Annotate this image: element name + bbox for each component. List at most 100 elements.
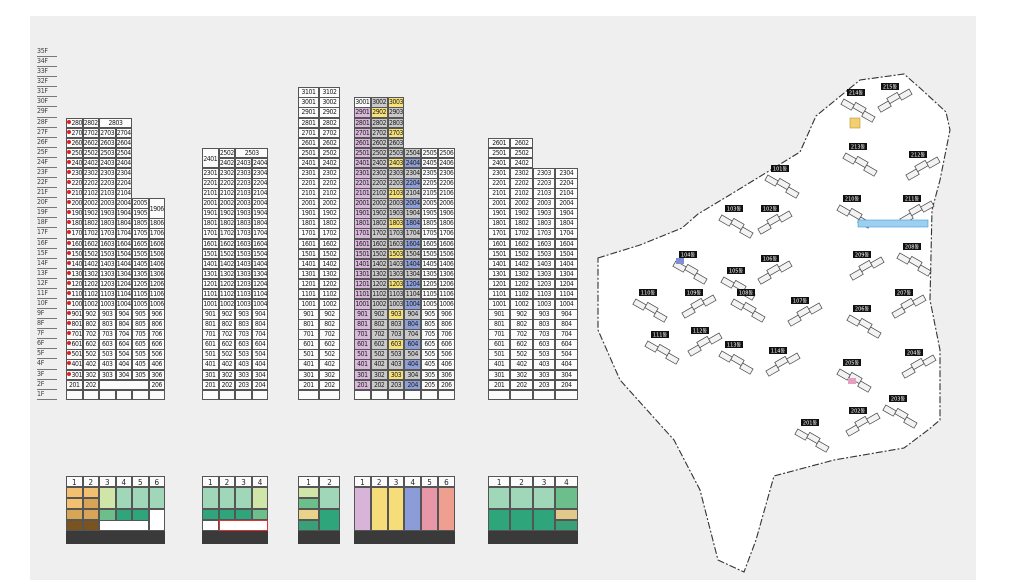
unit-cell: 1503 [532, 248, 556, 260]
unit-cell: 2101 [354, 188, 371, 199]
unit-cell: 2303 [387, 167, 405, 179]
unit-cell: 702 [510, 329, 533, 340]
unit-cell: 1805 [421, 218, 438, 229]
unit-cell: 1102 [319, 288, 340, 300]
site-building-wing [866, 412, 881, 425]
b111-unit-number: 3 [235, 476, 252, 487]
unit-cell: 602 [82, 339, 99, 350]
site-building [842, 152, 878, 177]
unit-cell: 504 [404, 349, 422, 360]
unit-cell: 502 [82, 349, 99, 360]
unit-cell: 1204 [404, 278, 422, 290]
unit-cell: 2305 [421, 167, 438, 179]
unit-cell: 804 [251, 319, 269, 330]
unit-cell: 1702 [510, 228, 533, 240]
unit-cell: 306 [438, 369, 455, 381]
unit-cell: 1601 [488, 238, 511, 250]
unit-cell: 1006 [148, 299, 165, 310]
unit-cell: 1201 [354, 278, 371, 290]
site-label: 210동 [845, 197, 860, 203]
unit-cell: 2102 [319, 188, 340, 199]
unit-cell: 704 [555, 329, 578, 340]
unit-cell: 1903 [387, 208, 405, 219]
unit-cell: 2702 [370, 127, 388, 139]
unit-cell: 403 [532, 359, 556, 371]
b113-unit-number: 1 [354, 476, 371, 487]
unit-cell: 703 [532, 329, 556, 340]
site-building [718, 350, 754, 375]
unit-cell: 2301 [298, 167, 319, 179]
unit-cell: 1103 [532, 288, 556, 300]
unit-cell: 904 [404, 309, 422, 320]
unit-cell: 801 [202, 319, 219, 330]
unit-cell: 1803 [387, 218, 405, 229]
unit-cell: 305 [421, 369, 438, 381]
unit-cell: 1101 [488, 288, 511, 300]
site-building [730, 298, 766, 323]
site-building [681, 294, 717, 319]
unit-cell: 1602 [370, 238, 388, 250]
unit-cell: 301 [488, 369, 511, 381]
site-label: 111동 [653, 333, 668, 339]
unit-cell: 2104 [555, 188, 578, 199]
unit-cell: 2306 [438, 167, 455, 179]
unit-cell: 1901 [202, 208, 219, 219]
unit-cell: 2603 [99, 137, 116, 149]
unit-cell: 2002 [370, 198, 388, 209]
unit-cell: 1604 [115, 238, 132, 250]
unit-type-block [532, 509, 556, 531]
unit-cell: 1805 [132, 218, 149, 229]
unit-type-block [132, 487, 149, 509]
unit-type-block [115, 487, 132, 509]
site-label: 105동 [729, 269, 744, 275]
floor-label: 14F [37, 259, 57, 269]
unit-cell: 601 [298, 339, 319, 350]
site-label: 215동 [883, 85, 898, 91]
unit-cell: 2103 [387, 188, 405, 199]
unit-cell: 1405 [421, 258, 438, 270]
b111-unit-number: 4 [251, 476, 269, 487]
unit-cell: 2203 [235, 178, 252, 189]
unit-cell: 2202 [319, 178, 340, 189]
unit-cell: 1901 [66, 208, 83, 219]
unit-type-block [66, 520, 83, 531]
site-building [840, 98, 876, 123]
b110-unit-number: 4 [115, 476, 132, 487]
unit-cell: 703 [235, 329, 252, 340]
unit-cell: 2602 [82, 137, 99, 149]
unit-cell: 2502 [319, 147, 340, 159]
site-building-wing [867, 326, 882, 339]
unit-cell: 1403 [99, 258, 116, 270]
unit-cell: 504 [115, 349, 132, 360]
highlight-marker [848, 378, 856, 384]
unit-cell: 1806 [148, 218, 165, 229]
unit-cell: 1102 [82, 288, 99, 300]
unit-cell: 1804 [404, 218, 422, 229]
unit-cell: 3001 [298, 97, 319, 108]
unit-cell: 1203 [387, 278, 405, 290]
site-label: 201동 [803, 421, 818, 427]
unit-cell: 404 [251, 359, 269, 371]
unit-cell: 905 [132, 309, 149, 320]
unit-cell: 1605 [132, 238, 149, 250]
unit-cell: 1804 [115, 218, 132, 229]
unit-cell: 1404 [555, 258, 578, 270]
unit-cell: 303 [532, 369, 556, 381]
unit-cell: 1802 [319, 218, 340, 229]
b112-unit-number: 1 [298, 476, 319, 487]
pilotis-cell [251, 389, 269, 401]
unit-cell: 1301 [298, 268, 319, 280]
unit-cell: 602 [510, 339, 533, 350]
unit-cell: 506 [438, 349, 455, 360]
unit-cell: 2101 [488, 188, 511, 199]
highlight-marker [849, 117, 861, 129]
unit-cell: 1401 [298, 258, 319, 270]
unit-cell: 701 [354, 329, 371, 340]
site-building-wing [815, 440, 830, 453]
unit-cell: 906 [148, 309, 165, 320]
unit-cell: 1503 [387, 248, 405, 260]
site-label: 112동 [693, 329, 708, 335]
floor-label: 16F [37, 239, 57, 249]
unit-cell: 1501 [298, 248, 319, 260]
unit-cell: 1305 [421, 268, 438, 280]
